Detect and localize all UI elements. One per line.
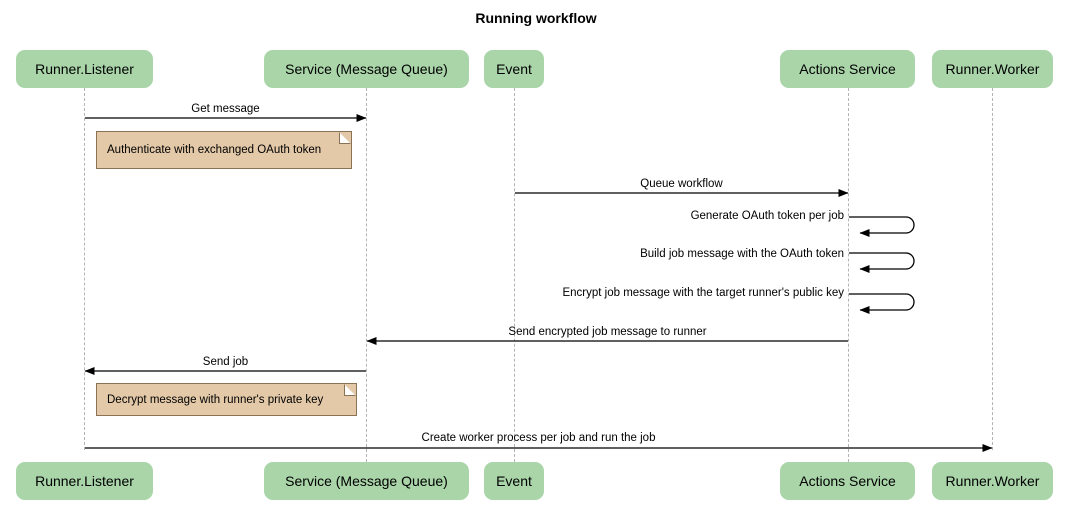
lifeline-runner-worker [992, 88, 993, 450]
participant-runner-listener-top[interactable]: Runner.Listener [16, 50, 153, 88]
message-label-send-encrypted-job-message: Send encrypted job message to runner [508, 326, 707, 338]
message-label-create-worker-process: Create worker process per job and run th… [421, 432, 656, 444]
note-text: Authenticate with exchanged OAuth token [107, 144, 322, 156]
participant-event-top[interactable]: Event [484, 50, 544, 88]
participant-label: Runner.Worker [945, 61, 1040, 77]
participant-service-message-queue-top[interactable]: Service (Message Queue) [264, 50, 469, 88]
participant-runner-worker-bottom[interactable]: Runner.Worker [932, 462, 1053, 500]
message-arrow-encrypt-job-message [849, 293, 915, 314]
note-authenticate: Authenticate with exchanged OAuth token [96, 131, 352, 169]
participant-actions-service-bottom[interactable]: Actions Service [780, 462, 915, 500]
lifeline-service-message-queue [366, 88, 367, 462]
participant-label: Runner.Listener [35, 61, 134, 77]
note-fold-corner-icon [344, 384, 356, 396]
lifeline-runner-listener [84, 88, 85, 450]
participant-label: Actions Service [799, 61, 896, 77]
participant-service-message-queue-bottom[interactable]: Service (Message Queue) [264, 462, 469, 500]
participant-actions-service-top[interactable]: Actions Service [780, 50, 915, 88]
message-arrow-build-job-message [849, 252, 915, 273]
message-label-send-job: Send job [202, 356, 249, 368]
message-label-encrypt-job-message: Encrypt job message with the target runn… [562, 287, 844, 299]
note-decrypt: Decrypt message with runner's private ke… [96, 383, 357, 416]
message-label-get-message: Get message [191, 103, 260, 115]
message-arrow-generate-oauth-token-per-job [849, 216, 915, 237]
lifeline-actions-service [848, 88, 849, 462]
participant-label: Actions Service [799, 473, 896, 489]
participant-label: Service (Message Queue) [285, 61, 448, 77]
lifeline-event [514, 88, 515, 462]
participant-event-bottom[interactable]: Event [484, 462, 544, 500]
participant-runner-listener-bottom[interactable]: Runner.Listener [16, 462, 153, 500]
message-label-queue-workflow: Queue workflow [640, 178, 723, 190]
page-title: Running workflow [475, 10, 597, 26]
participant-runner-worker-top[interactable]: Runner.Worker [932, 50, 1053, 88]
participant-label: Service (Message Queue) [285, 473, 448, 489]
participant-label: Runner.Worker [945, 473, 1040, 489]
message-label-build-job-message: Build job message with the OAuth token [640, 248, 844, 260]
participant-label: Event [496, 61, 532, 77]
note-text: Decrypt message with runner's private ke… [107, 393, 324, 406]
participant-label: Runner.Listener [35, 473, 134, 489]
message-label-generate-oauth-token-per-job: Generate OAuth token per job [690, 210, 844, 222]
participant-label: Event [496, 473, 532, 489]
note-fold-corner-icon [339, 132, 351, 144]
